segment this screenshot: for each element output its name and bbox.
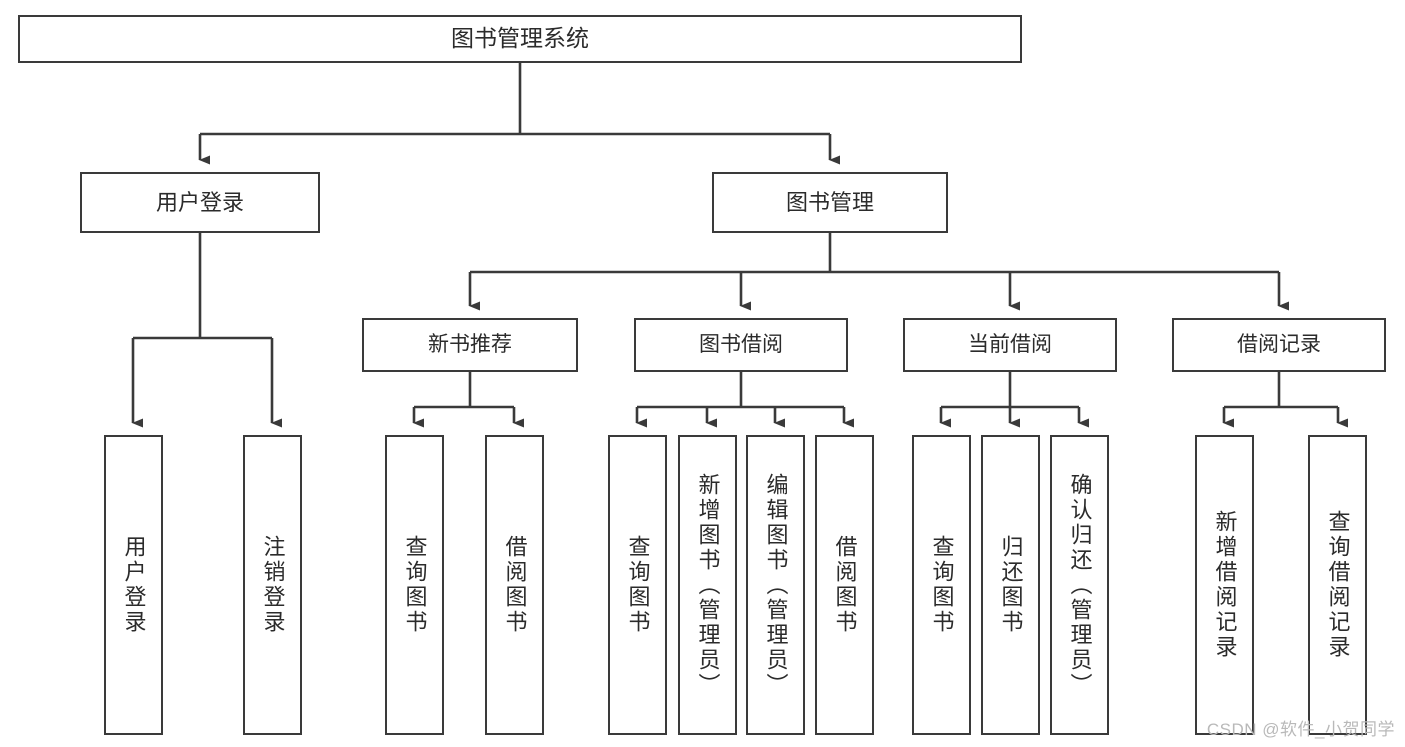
leaf-user-login[interactable]: 用户登录 bbox=[104, 435, 163, 735]
leaf-query-book-borrow[interactable]: 查询图书 bbox=[608, 435, 667, 735]
node-root[interactable]: 图书管理系统 bbox=[18, 15, 1022, 63]
leaf-add-borrow-record[interactable]: 新增借阅记录 bbox=[1195, 435, 1254, 735]
node-label: 注销登录 bbox=[260, 535, 286, 635]
leaf-borrow-book[interactable]: 借阅图书 bbox=[815, 435, 874, 735]
node-label: 借阅图书 bbox=[832, 535, 858, 635]
leaf-query-borrow-record[interactable]: 查询借阅记录 bbox=[1308, 435, 1367, 735]
leaf-add-book-admin[interactable]: 新增图书（管理员） bbox=[678, 435, 737, 735]
leaf-query-book-recommend[interactable]: 查询图书 bbox=[385, 435, 444, 735]
node-label: 查询图书 bbox=[625, 535, 651, 635]
node-label: 查询借阅记录 bbox=[1325, 510, 1351, 660]
node-label: 借阅图书 bbox=[502, 535, 528, 635]
node-label: 编辑图书（管理员） bbox=[763, 472, 789, 698]
leaf-edit-book-admin[interactable]: 编辑图书（管理员） bbox=[746, 435, 805, 735]
node-label: 借阅记录 bbox=[1237, 332, 1321, 356]
node-label: 查询图书 bbox=[929, 535, 955, 635]
leaf-borrow-book-recommend[interactable]: 借阅图书 bbox=[485, 435, 544, 735]
node-new-book-recommend[interactable]: 新书推荐 bbox=[362, 318, 578, 372]
node-label: 查询图书 bbox=[402, 535, 428, 635]
node-label: 用户登录 bbox=[121, 535, 147, 635]
leaf-query-book-current[interactable]: 查询图书 bbox=[912, 435, 971, 735]
node-book-borrow[interactable]: 图书借阅 bbox=[634, 318, 848, 372]
leaf-return-book[interactable]: 归还图书 bbox=[981, 435, 1040, 735]
node-label: 用户登录 bbox=[155, 189, 244, 215]
node-current-borrow[interactable]: 当前借阅 bbox=[903, 318, 1117, 372]
node-label: 当前借阅 bbox=[968, 332, 1052, 356]
node-user-login[interactable]: 用户登录 bbox=[80, 172, 320, 233]
node-label: 新增借阅记录 bbox=[1212, 510, 1238, 660]
node-label: 图书借阅 bbox=[699, 332, 783, 356]
node-label: 归还图书 bbox=[998, 535, 1024, 635]
node-label: 图书管理系统 bbox=[451, 25, 589, 52]
node-borrow-records[interactable]: 借阅记录 bbox=[1172, 318, 1386, 372]
node-label: 图书管理 bbox=[785, 189, 874, 215]
node-label: 新增图书（管理员） bbox=[695, 472, 721, 698]
leaf-confirm-return-admin[interactable]: 确认归还（管理员） bbox=[1050, 435, 1109, 735]
leaf-logout[interactable]: 注销登录 bbox=[243, 435, 302, 735]
node-book-management[interactable]: 图书管理 bbox=[712, 172, 948, 233]
node-label: 确认归还（管理员） bbox=[1067, 472, 1093, 698]
node-label: 新书推荐 bbox=[428, 332, 512, 356]
watermark-text: CSDN @软件_小贺同学 bbox=[1206, 720, 1395, 739]
